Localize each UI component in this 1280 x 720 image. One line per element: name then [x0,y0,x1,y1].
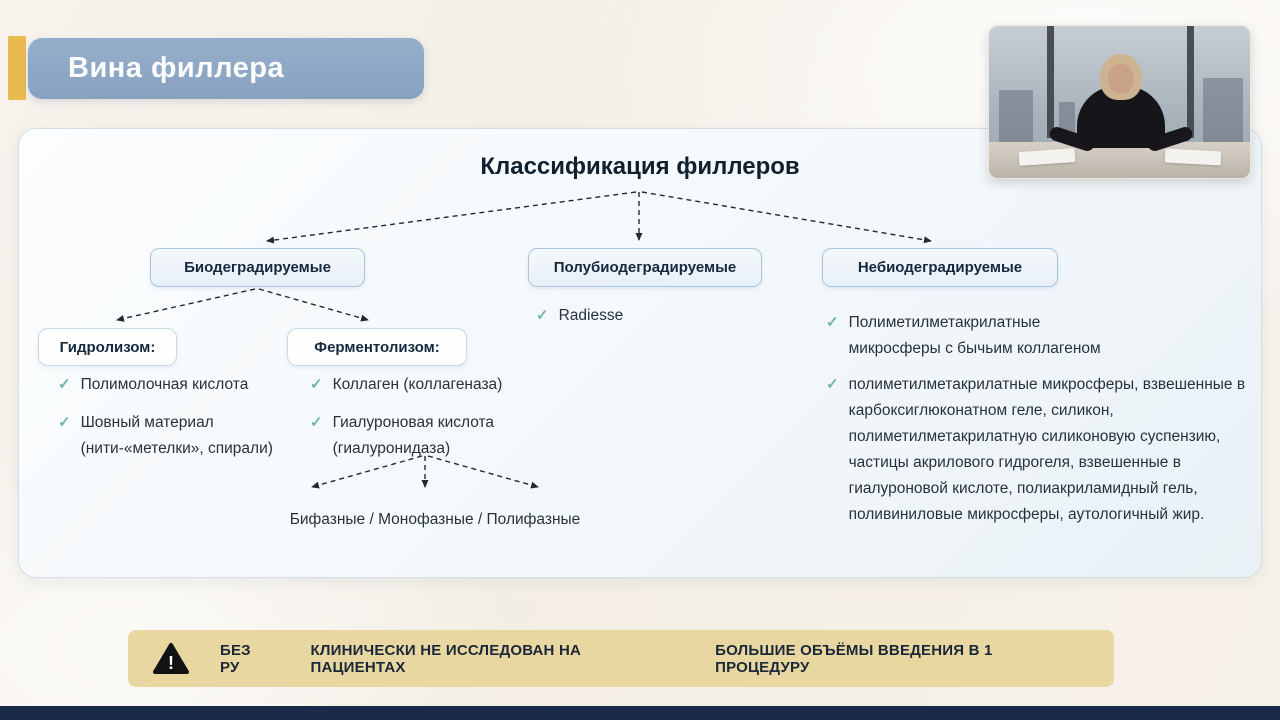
list-item: ✓ Коллаген (коллагеназа) [310,372,550,398]
check-icon: ✓ [310,376,323,393]
item-text: полиметилметакрилатные микросферы, взвеш… [848,376,1246,523]
gold-accent-bar [8,36,26,100]
list-item: ✓ Полимолочная кислота [58,372,298,398]
check-icon: ✓ [536,307,549,324]
list-item: ✓ Шовный материал (нити-«метелки», спира… [58,410,308,462]
bottom-strip [0,706,1280,720]
person-face [1108,64,1134,94]
node-hydrolysis: Гидролизом: [38,328,177,366]
city-building [999,90,1033,142]
webcam-video [988,25,1251,179]
warning-item: БЕЗ РУ [220,641,251,676]
diagram-card: Классификация филлеров [18,128,1262,578]
item-text: Полимолочная кислота [80,376,249,393]
item-text: Radiesse [558,307,624,324]
warning-banner: ! БЕЗ РУ КЛИНИЧЕСКИ НЕ ИССЛЕДОВАН НА ПАЦ… [128,630,1114,687]
list-item: ✓ полиметилметакрилатные микросферы, взв… [826,372,1258,528]
paper [1164,148,1222,166]
diagram-title: Классификация филлеров [480,153,800,180]
list-item: ✓ Radiesse [536,303,756,329]
node-non-biodegradable: Небиодеградируемые [822,248,1058,287]
check-icon: ✓ [58,376,71,393]
slide-title: Вина филлера [28,38,424,99]
city-building [1203,78,1243,142]
list-item: ✓ Гиалуроновая кислота (гиалуронидаза) [310,410,550,462]
check-icon: ✓ [58,414,71,431]
phases-label: Бифазные / Монофазные / Полифазные [289,511,581,528]
item-text: Гиалуроновая кислота (гиалуронидаза) [332,414,495,457]
list-item: ✓ Полиметилметакрилатные микросферы с бы… [826,310,1116,362]
node-biodegradable: Биодеградируемые [150,248,365,287]
warning-item: БОЛЬШИЕ ОБЪЁМЫ ВВЕДЕНИЯ В 1 ПРОЦЕДУРУ [715,641,993,676]
check-icon: ✓ [310,414,323,431]
warning-icon: ! [153,642,189,674]
item-text: Полиметилметакрилатные микросферы с бычь… [848,314,1101,357]
node-semi-biodegradable: Полубиодеградируемые [528,248,762,287]
slide-title-text: Вина филлера [68,52,285,84]
node-fermentolysis: Ферментолизом: [287,328,467,366]
item-text: Коллаген (коллагеназа) [332,376,503,393]
check-icon: ✓ [826,314,839,331]
item-text: Шовный материал (нити-«метелки», спирали… [80,414,273,457]
window-frame [1047,26,1054,138]
exclamation-glyph: ! [168,653,174,673]
warning-item: КЛИНИЧЕСКИ НЕ ИССЛЕДОВАН НА ПАЦИЕНТАХ [310,641,582,676]
window-frame [1187,26,1194,138]
check-icon: ✓ [826,376,839,393]
